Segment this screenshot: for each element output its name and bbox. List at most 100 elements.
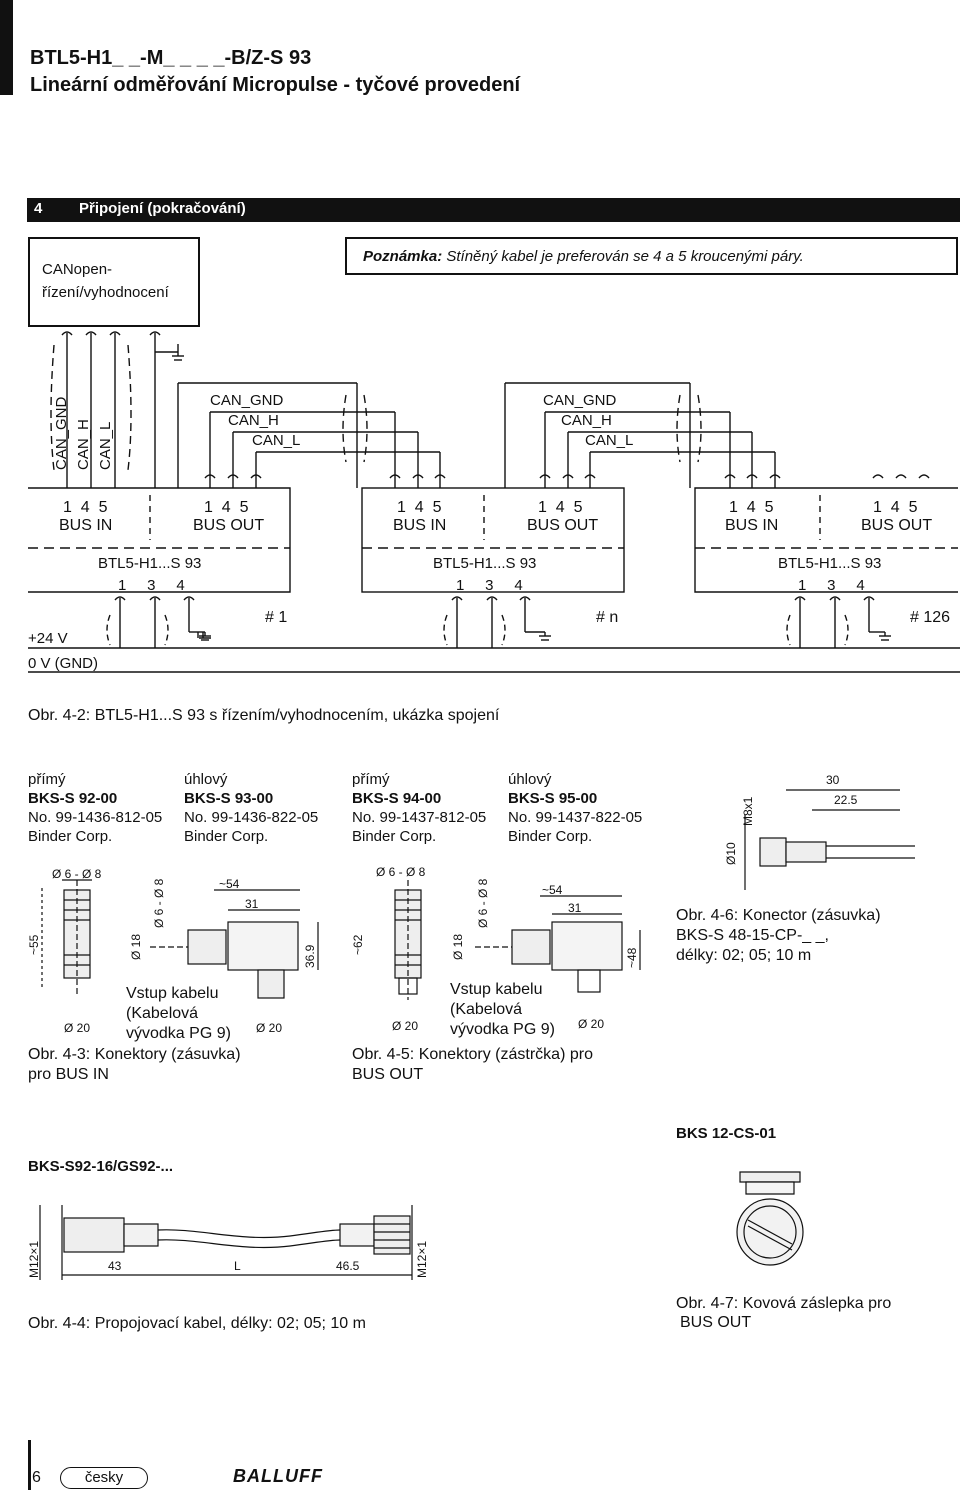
cable-entry-l3-b: vývodka PG 9) — [450, 1021, 555, 1038]
bus2-can-gnd-label: CAN_GND — [543, 392, 617, 409]
connector-drawings: Ø 6 - Ø 8 ~55 Ø 20 Ø 18 Ø 6 - Ø 8 ~54 31… — [27, 773, 915, 1042]
controller-box: CANopen- řízení/vyhodnocení — [28, 237, 200, 327]
module126-bus-in: BUS IN — [725, 517, 778, 534]
connector-number: No. 99-1437-822-05 — [508, 809, 643, 826]
dim-46-5: 46.5 — [336, 1259, 360, 1273]
figure-4-2-caption: Obr. 4-2: BTL5-H1...S 93 s řízením/vyhod… — [28, 707, 500, 724]
note-body: Stíněný kabel je preferován se 4 a 5 kro… — [442, 248, 804, 265]
figure-4-3-caption-l1: Obr. 4-3: Konektory (zásuvka) — [28, 1046, 241, 1063]
dim-31-b: 31 — [568, 901, 582, 915]
dim-d20-a: Ø 20 — [64, 1021, 90, 1035]
connector-number: No. 99-1436-822-05 — [184, 809, 319, 826]
dim-62: ~62 — [351, 934, 365, 955]
module126-power-pins: 1 3 4 — [798, 577, 865, 594]
cable-entry-l1-a: Vstup kabelu — [126, 985, 219, 1002]
section-number: 4 — [34, 200, 43, 217]
module1-bus-in: BUS IN — [59, 517, 112, 534]
header-sidebar-bar — [0, 0, 13, 95]
modulen-bus-out: BUS OUT — [527, 517, 598, 534]
figure-4-3-caption-l2: pro BUS IN — [28, 1066, 109, 1083]
module126-bus-out: BUS OUT — [861, 517, 932, 534]
figure-4-5-caption-l1: Obr. 4-5: Konektory (zástrčka) pro — [352, 1046, 593, 1063]
cable-entry-l2-a: (Kabelová — [126, 1005, 198, 1022]
ctrl-can-h-label: CAN_H — [75, 419, 92, 470]
connector-maker: Binder Corp. — [28, 828, 113, 845]
language-label: česky — [60, 1467, 148, 1489]
dim-d18-a: Ø 18 — [129, 934, 143, 960]
footer-rule — [28, 1440, 31, 1490]
connector-model: BKS-S 93-00 — [184, 790, 274, 807]
dim-55: ~55 — [27, 934, 41, 955]
dim-54-a: ~54 — [219, 877, 240, 891]
dim-m8: M8x1 — [741, 796, 755, 826]
connector-block-2: úhlový BKS-S 93-00 No. 99-1436-822-05 Bi… — [184, 770, 318, 846]
dim-36-9: 36.9 — [303, 944, 317, 968]
controller-label-line1: CANopen- — [42, 261, 113, 278]
dim-43: 43 — [108, 1259, 122, 1273]
figure-4-6-caption-l3: délky: 02; 05; 10 m — [676, 947, 812, 964]
dim-54-b: ~54 — [542, 883, 563, 897]
module126-in-pins: 1 4 5 — [729, 499, 774, 516]
node-label-1: # 1 — [265, 609, 287, 626]
module126-out-pins: 1 4 5 — [873, 499, 918, 516]
bus1-can-gnd-label: CAN_GND — [210, 392, 284, 409]
dim-22-5: 22.5 — [834, 793, 858, 807]
section-title: Připojení (pokračování) — [79, 200, 246, 217]
dim-d20-d: Ø 20 — [578, 1017, 604, 1031]
dim-d6-8-d: Ø 6 - Ø 8 — [476, 878, 490, 928]
figure-4-7-caption-l1: Obr. 4-7: Kovová záslepka pro — [676, 1295, 892, 1312]
connector-maker: Binder Corp. — [184, 828, 269, 845]
connector-type: přímý — [28, 771, 66, 788]
wiring-diagram: CAN_GND CAN_H CAN_L CAN_GND CAN_H CAN_L … — [28, 331, 960, 673]
figure-4-4-caption: Obr. 4-4: Propojovací kabel, délky: 02; … — [28, 1315, 366, 1332]
section-header: 4 Připojení (pokračování) — [27, 198, 960, 222]
brand-logo: BALLUFF — [233, 1466, 323, 1486]
modulen-in-pins: 1 4 5 — [397, 499, 442, 516]
dim-d6-8-a: Ø 6 - Ø 8 — [52, 867, 102, 881]
dim-d10: Ø10 — [724, 842, 738, 865]
dim-m12-b: M12×1 — [415, 1241, 429, 1278]
page-title: BTL5-H1_ _-M_ _ _ _-B/Z-S 93 — [30, 47, 312, 69]
ctrl-can-gnd-label: CAN_GND — [53, 396, 70, 470]
cable-and-cap-drawing: M12×1 43 L 46.5 M12×1 — [27, 1171, 804, 1280]
dim-48: ~48 — [625, 947, 639, 968]
connector-type: úhlový — [184, 771, 228, 788]
dim-L: L — [234, 1259, 241, 1273]
note-label: Poznámka: — [363, 248, 443, 265]
bus2-can-h-label: CAN_H — [561, 412, 612, 429]
connector-model: BKS-S 94-00 — [352, 790, 442, 807]
page-subtitle: Lineární odměřování Micropulse - tyčové … — [30, 74, 521, 96]
connector-model: BKS-S 95-00 — [508, 790, 598, 807]
dim-m12-a: M12×1 — [27, 1241, 41, 1278]
figure-4-7-caption-l2: BUS OUT — [680, 1314, 752, 1331]
bus1-can-h-label: CAN_H — [228, 412, 279, 429]
note-text: Poznámka: Stíněný kabel je preferován se… — [363, 248, 804, 265]
module1-device: BTL5-H1...S 93 — [98, 555, 201, 572]
ctrl-can-l-label: CAN_L — [97, 422, 114, 470]
controller-label-line2: řízení/vyhodnocení — [42, 284, 169, 301]
module126-device: BTL5-H1...S 93 — [778, 555, 881, 572]
connector-maker: Binder Corp. — [508, 828, 593, 845]
module1-out-pins: 1 4 5 — [204, 499, 249, 516]
dim-d20-c: Ø 20 — [392, 1019, 418, 1033]
connector-block-4: úhlový BKS-S 95-00 No. 99-1437-822-05 Bi… — [508, 770, 642, 846]
figure-4-5-caption-l2: BUS OUT — [352, 1066, 424, 1083]
connector-number: No. 99-1436-812-05 — [28, 809, 163, 826]
note-box: Poznámka: Stíněný kabel je preferován se… — [345, 237, 958, 275]
module1-power-pins: 1 3 4 — [118, 577, 185, 594]
connector-type: přímý — [352, 771, 390, 788]
module1-bus-out: BUS OUT — [193, 517, 264, 534]
cable-title: BKS-S92-16/GS92-... — [28, 1158, 174, 1175]
module1-in-pins: 1 4 5 — [63, 499, 108, 516]
cable-entry-l3-a: vývodka PG 9) — [126, 1025, 231, 1042]
cap-title: BKS 12-CS-01 — [676, 1125, 777, 1142]
cable-entry-l2-b: (Kabelová — [450, 1001, 522, 1018]
figure-4-6-caption-l2: BKS-S 48-15-CP-_ _, — [676, 927, 829, 944]
supply-24v-label: +24 V — [28, 630, 68, 647]
figure-4-6-caption-l1: Obr. 4-6: Konector (zásuvka) — [676, 907, 881, 924]
connector-block-3: přímý BKS-S 94-00 No. 99-1437-812-05 Bin… — [352, 770, 486, 846]
connector-type: úhlový — [508, 771, 552, 788]
bus2-can-l-label: CAN_L — [585, 432, 633, 449]
connector-maker: Binder Corp. — [352, 828, 437, 845]
cable-entry-l1-b: Vstup kabelu — [450, 981, 543, 998]
